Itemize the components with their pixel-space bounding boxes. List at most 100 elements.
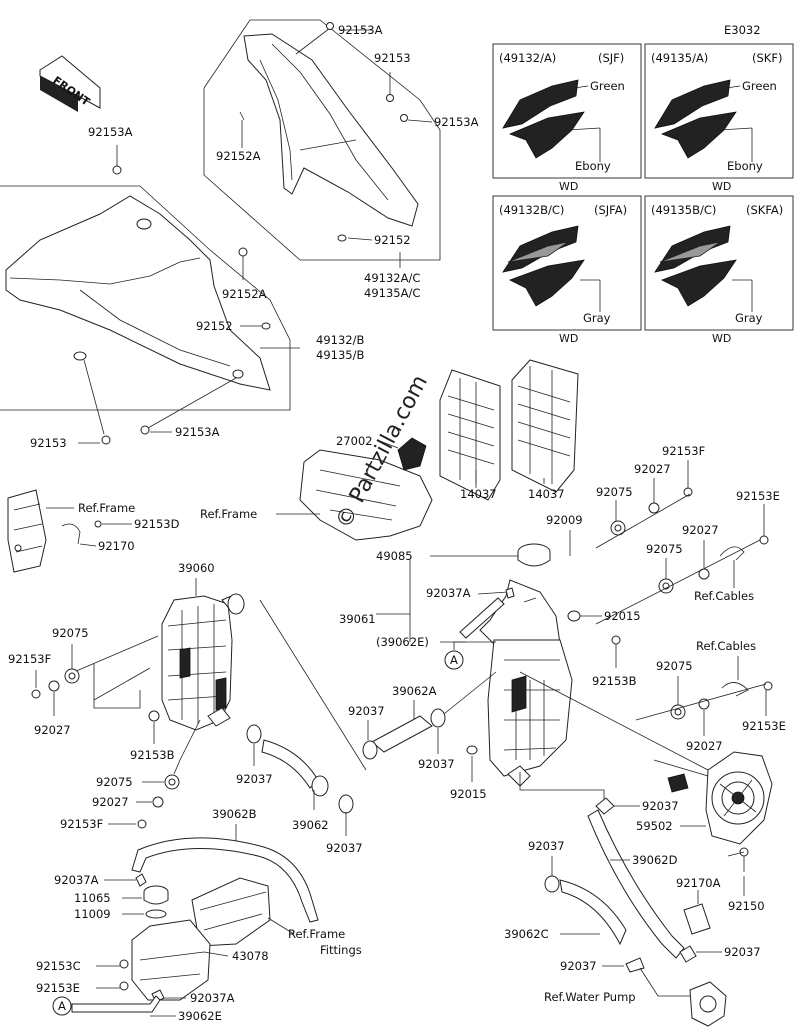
part-49135B: 49135/B <box>316 348 364 362</box>
variant-code: (49132B/C) <box>499 203 564 217</box>
diagram-code: E3032 <box>724 23 761 37</box>
part-92152-top: 92152 <box>374 233 411 247</box>
ref-cables-1: Ref.Cables <box>694 589 754 603</box>
part-92152A-top: 92152A <box>216 149 261 163</box>
part-92009: 92009 <box>546 513 583 527</box>
part-92027-right-2: 92027 <box>682 523 719 537</box>
variant-tag: (SKFA) <box>746 203 783 217</box>
part-39062E-bottom: 39062E <box>178 1009 222 1023</box>
part-92027-right-1: 92027 <box>634 462 671 476</box>
variant-color-bottom: Gray <box>735 311 763 325</box>
variant-code: (49132/A) <box>499 51 556 65</box>
variant-box-2: (49135/A) (SKF) Green Ebony WD <box>644 43 794 193</box>
part-92037-bottom-2: 92037 <box>560 959 597 973</box>
part-92037-left-2: 92037 <box>326 841 363 855</box>
part-92037A-mid: 92037A <box>426 586 471 600</box>
variant-note: WD <box>559 332 578 345</box>
part-92015-b: 92015 <box>450 787 487 801</box>
part-14037-b: 14037 <box>528 487 565 501</box>
cooling-fan: 59502 92150 92037 39062D 92170A 92037 39… <box>504 671 773 1027</box>
right-mount-parts: 92153F 92027 92075 92153E 92009 92027 92… <box>546 444 780 625</box>
ref-water-pump: Ref.Water Pump <box>544 990 636 1004</box>
ref-frame-left: Ref.Frame <box>78 501 135 515</box>
variant-code: (49135/A) <box>651 51 708 65</box>
part-92075-left-2: 92075 <box>96 775 133 789</box>
part-92027-left-2: 92027 <box>92 795 129 809</box>
shroud-lower: 92153A 92152A 92152 49132/B 49135/B 9215… <box>0 125 364 450</box>
part-39062C: 39062C <box>504 927 549 941</box>
part-39062E-mid: (39062E) <box>376 635 429 649</box>
part-92153C: 92153C <box>36 959 81 973</box>
part-92037-left-1: 92037 <box>236 772 273 786</box>
ref-cables-2: Ref.Cables <box>696 639 756 653</box>
ref-frame-fittings-2: Fittings <box>320 943 362 957</box>
part-92153A-top: 92153A <box>338 23 383 37</box>
variant-box-1: (49132/A) (SJF) Green Ebony WD <box>492 43 642 193</box>
part-39061: 39061 <box>339 612 376 626</box>
part-49135AC: 49135A/C <box>364 286 420 300</box>
circle-a-2: A <box>58 999 66 1013</box>
part-39062A: 39062A <box>392 684 437 698</box>
part-14037-a: 14037 <box>460 487 497 501</box>
variant-note: WD <box>559 180 578 193</box>
radiator-left: 39060 92075 92153F 92027 92153B <box>8 561 367 771</box>
part-92170: 92170 <box>98 539 135 553</box>
part-92015-a: 92015 <box>604 609 641 623</box>
part-92037-mid-2: 92037 <box>418 757 455 771</box>
part-92170A: 92170A <box>676 876 721 890</box>
variant-color-bottom: Ebony <box>727 159 763 173</box>
part-92152A-mid: 92152A <box>222 287 267 301</box>
frame-bracket-left: Ref.Frame 92153D 92170 <box>7 489 180 573</box>
part-92037-fan-1: 92037 <box>642 799 679 813</box>
part-92153F-right: 92153F <box>662 444 705 458</box>
variant-color-bottom: Ebony <box>575 159 611 173</box>
variant-box-3: (49132B/C) (SJFA) Gray WD <box>492 195 642 345</box>
radiator-guard-right: 14037 <box>511 359 579 501</box>
part-92027-left-1: 92027 <box>34 723 71 737</box>
right-mount-parts-2: Ref.Cables 92075 92027 92153E <box>635 639 786 753</box>
part-92153A-right: 92153A <box>434 115 479 129</box>
radiator-right: 49085 92015 92153B 92037A 39061 (39062E)… <box>339 543 641 787</box>
part-92037-fan-2: 92037 <box>528 839 565 853</box>
part-92153D: 92153D <box>134 517 180 531</box>
variant-color-top: Green <box>742 79 777 93</box>
hoses-middle: 39062A 92037 92037 92015 <box>348 671 497 801</box>
variant-tag: (SKF) <box>752 51 782 65</box>
part-92150: 92150 <box>728 899 765 913</box>
part-92153B-right: 92153B <box>592 674 637 688</box>
part-92037-bottom-1: 92037 <box>724 945 761 959</box>
part-92153F-left-2: 92153F <box>60 817 103 831</box>
part-92075-left-1: 92075 <box>52 626 89 640</box>
variant-tag: (SJFA) <box>594 203 627 217</box>
part-92037A-left: 92037A <box>54 873 99 887</box>
variant-box-4: (49135B/C) (SKFA) Gray WD <box>644 195 794 345</box>
part-27002: 27002 <box>336 434 373 448</box>
part-92153-top: 92153 <box>374 51 411 65</box>
ref-frame-fittings-1: Ref.Frame <box>288 927 345 941</box>
part-39062D: 39062D <box>632 853 678 867</box>
part-92075-right-2: 92075 <box>646 542 683 556</box>
part-49132B: 49132/B <box>316 333 364 347</box>
reservoir-tank: 92037A 11065 11009 Ref.Frame Fittings 43… <box>36 873 362 1023</box>
variant-color-bottom: Gray <box>583 311 611 325</box>
part-92037-mid-1: 92037 <box>348 704 385 718</box>
part-49132AC: 49132A/C <box>364 271 420 285</box>
part-59502: 59502 <box>636 819 673 833</box>
part-92075-right-3: 92075 <box>656 659 693 673</box>
part-92153E-right-2: 92153E <box>742 719 786 733</box>
part-11065: 11065 <box>74 891 111 905</box>
part-92153A-low: 92153A <box>175 425 220 439</box>
variant-tag: (SJF) <box>598 51 624 65</box>
variant-color-top: Green <box>590 79 625 93</box>
shroud-upper: 92153A 92153 92153A 92152A 92152 49132A/… <box>203 19 479 300</box>
variant-note: WD <box>712 180 731 193</box>
variant-code: (49135B/C) <box>651 203 716 217</box>
part-39060: 39060 <box>178 561 215 575</box>
part-49085: 49085 <box>376 549 413 563</box>
frame-section: 27002 Ref.Frame <box>200 434 433 541</box>
part-39062B: 39062B <box>212 807 257 821</box>
part-92153-low: 92153 <box>30 436 67 450</box>
ref-frame-mid: Ref.Frame <box>200 507 257 521</box>
